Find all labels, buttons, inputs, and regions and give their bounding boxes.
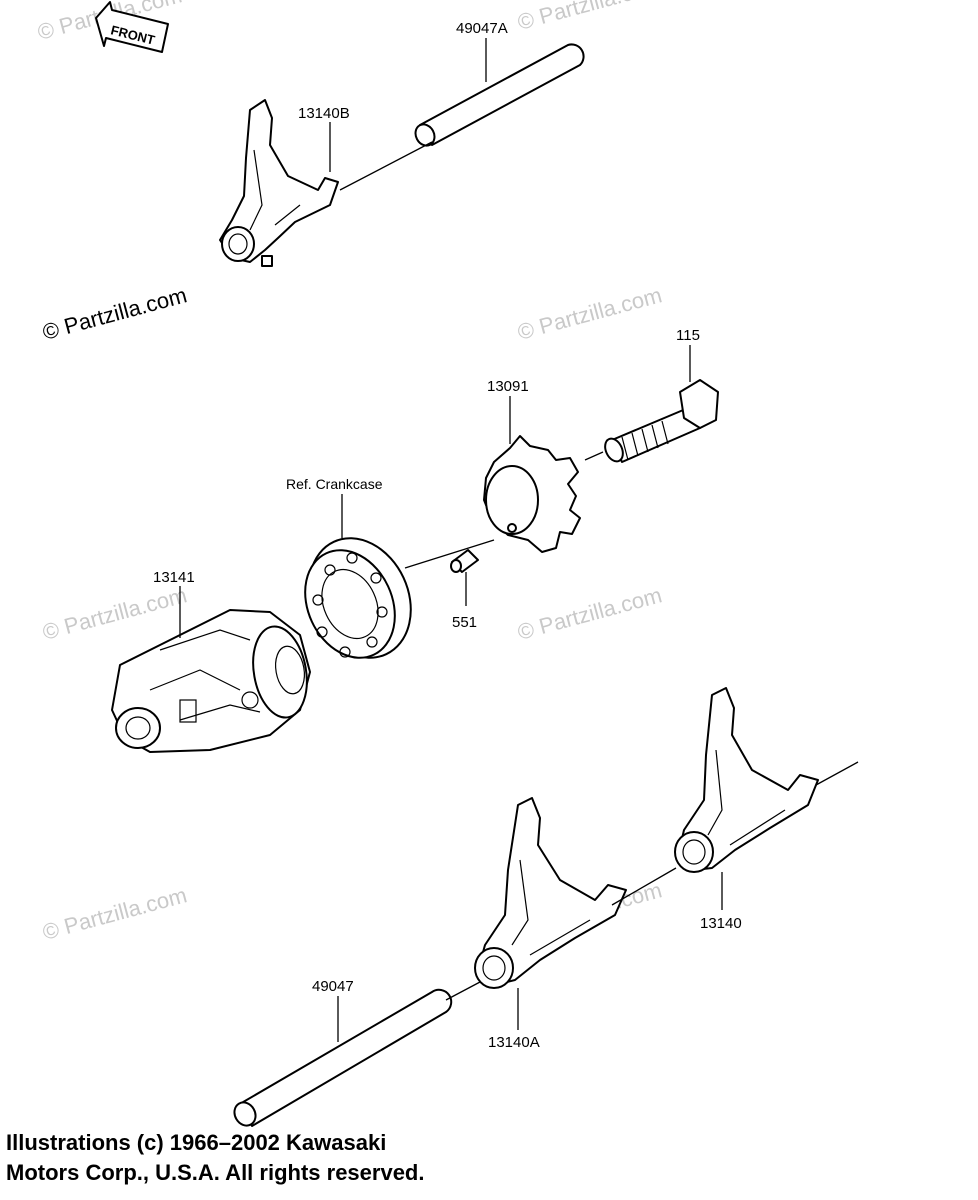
label-13091: 13091: [487, 378, 529, 395]
label-49047: 49047: [312, 978, 354, 995]
label-13140a: 13140A: [488, 1034, 540, 1051]
label-115: 115: [676, 327, 700, 344]
label-ref-crankcase: Ref. Crankcase: [286, 476, 383, 492]
copyright-line-1: Illustrations (c) 1966–2002 Kawasaki: [6, 1130, 387, 1155]
watermark-dark: © Partzilla.com: [40, 282, 190, 345]
shift-fork-13140: [611, 687, 859, 906]
label-13140: 13140: [700, 915, 742, 932]
copyright-line-2: Motors Corp., U.S.A. All rights reserved…: [6, 1160, 425, 1185]
label-13141: 13141: [153, 569, 195, 586]
watermark-mid-right: © Partzilla.com: [515, 282, 665, 345]
shift-fork-13140b: [219, 99, 339, 267]
watermark-top-right: © Partzilla.com: [515, 0, 665, 35]
label-13140b: 13140B: [298, 105, 350, 122]
pin-551: [450, 549, 479, 573]
label-551: 551: [452, 614, 477, 631]
copyright-notice: Illustrations (c) 1966–2002 Kawasaki Mot…: [6, 1128, 626, 1188]
watermark-left: © Partzilla.com: [40, 582, 190, 645]
shift-drum-13141: [111, 609, 311, 753]
bearing-crankcase: [304, 537, 412, 659]
shift-fork-13140a: [474, 797, 627, 989]
label-49047a: 49047A: [456, 20, 508, 37]
bolt-115: [584, 379, 719, 463]
part-labels: 49047A 13140B 115 13091 Ref. Crankcase 1…: [153, 20, 742, 1051]
watermark-lower-left: © Partzilla.com: [40, 882, 190, 945]
star-plate-13091: [404, 435, 581, 569]
leader-lines: [179, 38, 723, 1042]
watermark-right: © Partzilla.com: [515, 582, 665, 645]
shaft-49047: [233, 981, 481, 1127]
shaft-49047a: [339, 43, 585, 191]
